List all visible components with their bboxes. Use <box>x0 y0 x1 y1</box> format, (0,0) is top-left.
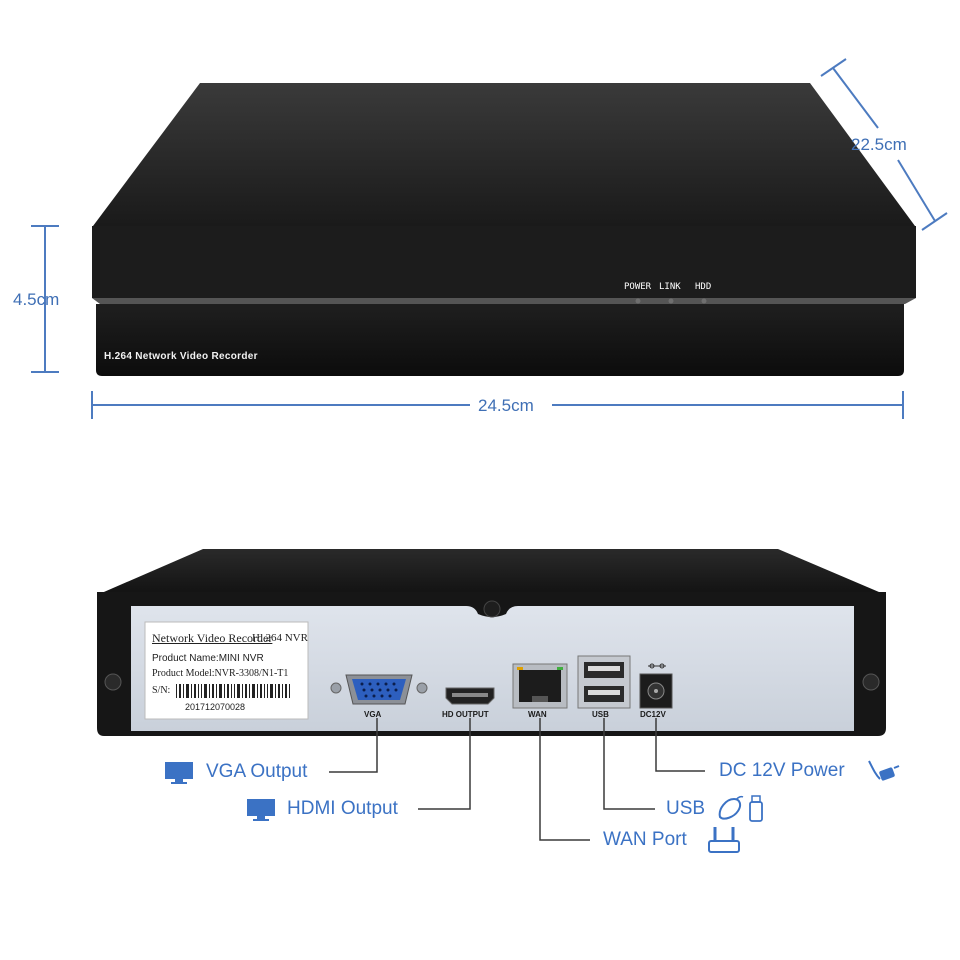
rear-panel <box>131 606 854 731</box>
link-led <box>668 298 674 304</box>
usb-drive-icon <box>749 795 763 822</box>
product-sticker <box>144 621 309 720</box>
usb-callout: USB <box>666 798 706 819</box>
depth-dimension: 22.5cm <box>851 135 907 154</box>
router-icon <box>708 827 740 853</box>
front-model-text: H.264 Network Video Recorder <box>104 351 258 362</box>
front-unit-face <box>92 226 916 298</box>
power-led <box>635 298 641 304</box>
hdd-led-label: HDD <box>695 282 712 292</box>
screw-right <box>862 673 880 691</box>
height-dimension: 4.5cm <box>13 290 60 309</box>
monitor-icon <box>165 762 193 784</box>
rear-unit-top <box>97 549 886 595</box>
front-seam <box>92 298 916 304</box>
dimension-lines <box>31 58 948 419</box>
sticker-product-name: Product Name:MINI NVR <box>152 653 264 664</box>
sticker-sn-label: S/N: <box>152 685 171 696</box>
vga-port-label: VGA <box>364 710 382 719</box>
sticker-title: Network Video Recorder <box>152 631 273 645</box>
vga-output-callout: VGA Output <box>206 761 308 782</box>
hdmi-port-label: HD OUTPUT <box>442 710 489 719</box>
dc-power-callout: DC 12V Power <box>719 760 845 781</box>
hdd-led <box>701 298 707 304</box>
width-dimension: 24.5cm <box>478 396 534 415</box>
usb-ports <box>577 655 631 709</box>
barcode <box>176 684 290 698</box>
link-led-label: LINK <box>659 282 681 292</box>
mouse-icon <box>718 795 744 820</box>
front-unit-top <box>93 83 915 226</box>
dc-power-jack <box>639 663 673 709</box>
dc-port-label: DC12V <box>640 710 666 719</box>
sticker-serial: 201712070028 <box>185 702 246 712</box>
usb-port-label: USB <box>592 710 609 719</box>
wan-port <box>512 663 568 709</box>
hdmi-port <box>445 687 495 705</box>
sticker-product-model: Product Model:NVR-3308/N1-T1 <box>152 668 289 679</box>
wan-port-label: WAN <box>528 710 547 719</box>
monitor-icon <box>247 799 275 821</box>
screw-left <box>104 673 122 691</box>
screw-top <box>483 600 501 618</box>
wan-port-callout: WAN Port <box>603 829 687 850</box>
power-plug-icon <box>868 760 900 781</box>
sticker-codec: H. 264 NVR <box>252 632 308 644</box>
power-led-label: POWER <box>624 282 652 292</box>
hdmi-output-callout: HDMI Output <box>287 798 398 819</box>
vga-port <box>330 674 428 705</box>
front-unit-bezel <box>96 304 904 376</box>
callout-leaders <box>329 718 705 841</box>
